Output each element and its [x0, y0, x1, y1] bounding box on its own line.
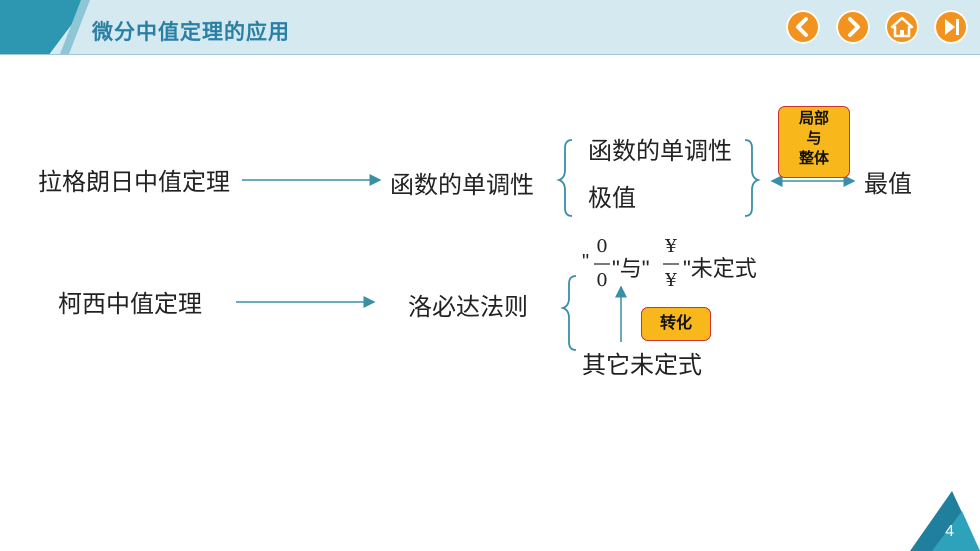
indeterminate-form-text: "未定式: [683, 256, 757, 281]
frac2-numerator: ¥: [665, 236, 677, 257]
quote-open: ": [582, 251, 590, 273]
chevron-right-icon: [848, 17, 860, 37]
badge-line-1: 局部: [798, 110, 829, 127]
lagrange-theorem-text: 拉格朗日中值定理: [38, 169, 230, 196]
frac1-numerator: 0: [596, 236, 608, 257]
brace-item-monotonicity: 函数的单调性: [588, 138, 732, 165]
frac2-denominator: ¥: [665, 270, 677, 291]
badge-line-3: 整体: [798, 150, 829, 167]
right-brace-row1: [744, 139, 761, 217]
page-number: 4: [945, 523, 954, 540]
lhopital-rule-text: 洛必达法则: [408, 294, 528, 321]
page-corner-decoration: [910, 491, 980, 551]
home-button[interactable]: [885, 10, 919, 44]
brace-item-extremum: 极值: [588, 185, 636, 212]
cauchy-theorem-text: 柯西中值定理: [58, 291, 202, 318]
chevron-left-icon: [796, 17, 808, 37]
left-brace-row2: [560, 275, 577, 351]
prev-button[interactable]: [786, 10, 820, 44]
frac1-denominator: 0: [596, 270, 608, 291]
other-indeterminate-text: 其它未定式: [582, 352, 702, 379]
monotonicity-text: 函数的单调性: [390, 172, 534, 199]
home-icon: [890, 16, 914, 38]
page-title: 微分中值定理的应用: [92, 21, 290, 44]
end-button[interactable]: [934, 10, 968, 44]
max-min-text: 最值: [864, 171, 912, 198]
quote-and: "与": [612, 256, 650, 281]
badge-line-2: 与: [806, 130, 822, 147]
skip-end-icon: [945, 19, 959, 35]
transform-badge: 转化: [641, 307, 711, 341]
next-button[interactable]: [836, 10, 870, 44]
left-brace-row1: [556, 139, 573, 217]
local-global-badge: 局部 与 整体: [778, 106, 850, 178]
